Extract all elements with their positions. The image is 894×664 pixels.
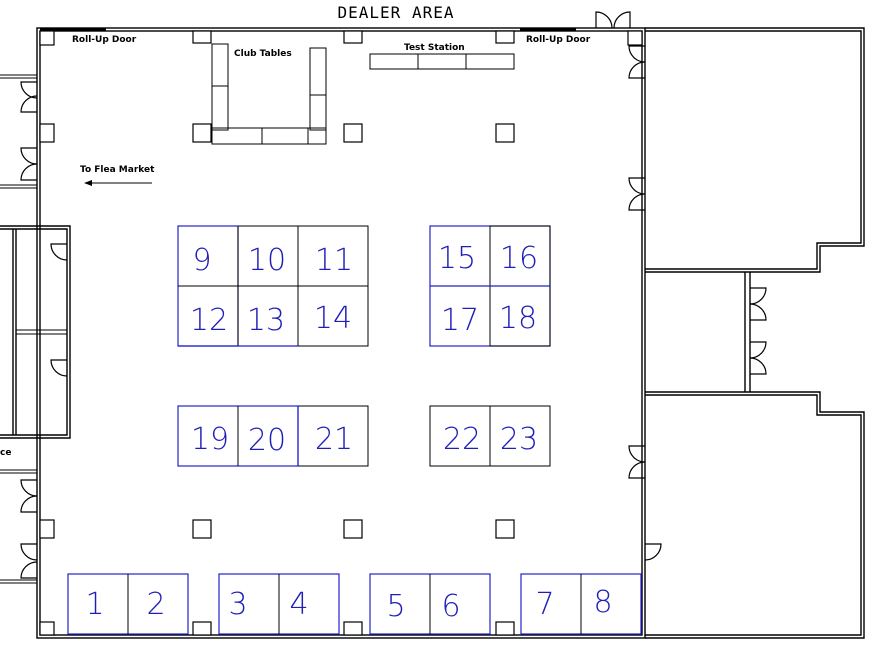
booth-5[interactable]: 5 [386,589,405,624]
rollup-door-left-label: Roll-Up Door [72,35,137,45]
booth-7[interactable]: 7 [535,587,554,622]
booth-2[interactable]: 2 [146,587,165,622]
booth-19[interactable]: 19 [191,422,229,457]
booth-13[interactable]: 13 [247,303,285,338]
to-flea-market-label: To Flea Market [80,165,155,175]
booth-20[interactable]: 20 [248,423,286,458]
booth-23[interactable]: 23 [500,422,538,457]
booth-22[interactable]: 22 [443,422,481,457]
booth-16[interactable]: 16 [500,241,538,276]
booth-12[interactable]: 12 [190,303,228,338]
door-swings [20,11,767,579]
booth-6[interactable]: 6 [441,589,460,624]
club-tables-label: Club Tables [234,49,292,59]
booth-10[interactable]: 10 [248,243,286,278]
right-corridor [744,272,751,392]
booth-14[interactable]: 14 [314,301,352,336]
main-hall-walls [36,27,646,639]
booth-4[interactable]: 4 [289,587,308,622]
rollup-door-left: Roll-Up Door [40,28,137,45]
booth-block-22-23: 22 23 [429,405,551,467]
booth-21[interactable]: 21 [315,422,353,457]
test-station-label: Test Station [404,43,465,53]
left-rooms: ce [0,74,71,584]
columns [39,30,643,636]
booth-11[interactable]: 11 [315,243,353,278]
right-lower-room [645,391,865,639]
dealer-area-title: DEALER AREA [338,3,455,22]
booth-block-19-21: 19 20 21 [177,405,369,467]
flea-market-pointer: To Flea Market [80,165,155,186]
cut-off-label: ce [0,448,11,458]
booth-17[interactable]: 17 [441,303,479,338]
test-station: Test Station [369,43,515,70]
booth-block-9-14: 9 10 11 12 13 14 [177,225,369,347]
right-upper-room [645,27,865,273]
booth-15[interactable]: 15 [438,241,476,276]
booth-3[interactable]: 3 [228,587,247,622]
booth-block-15-18: 15 16 17 18 [429,225,551,347]
booth-18[interactable]: 18 [499,301,537,336]
club-tables: Club Tables [211,43,327,145]
booth-row-bottom: 1 2 3 4 5 6 7 8 [67,573,642,635]
booth-9[interactable]: 9 [192,243,211,278]
booth-8[interactable]: 8 [593,585,612,620]
rollup-door-right-label: Roll-Up Door [526,35,591,45]
rollup-door-right: Roll-Up Door [520,28,591,45]
booth-1[interactable]: 1 [85,587,104,622]
